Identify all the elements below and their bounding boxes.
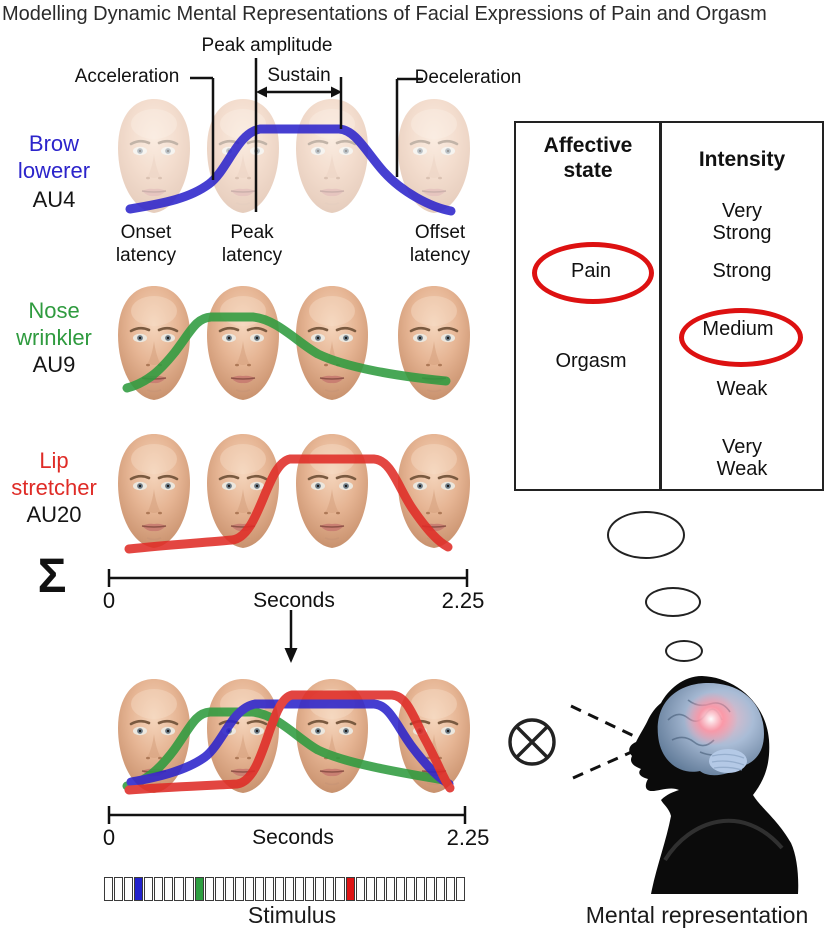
stimulus-cell [154,877,164,901]
stimulus-cell [375,877,385,901]
face-row-au9 [116,284,472,402]
option-orgasm: Orgasm [555,350,627,372]
label-au9-code: AU9 [32,352,76,377]
stimulus-cell [415,877,425,901]
curve-au9 [122,312,451,393]
label-acceleration: Acceleration [74,66,180,87]
option-very-strong: Very Strong [712,200,772,245]
stimulus-cell [114,877,124,901]
timeline2-label: Seconds [252,826,334,849]
table-divider [659,123,662,489]
timeline2-end: 2.25 [446,825,490,850]
stimulus-cell [265,877,275,901]
stimulus-cell [144,877,154,901]
head-silhouette-icon [629,676,799,894]
stimulus-cell [426,877,436,901]
stimulus-cell [164,877,174,901]
curves-combined [122,690,455,795]
thought-bubble-medium [645,587,701,617]
option-strong: Strong [712,260,772,282]
curve-au4 [125,124,456,216]
stimulus-cell [295,877,305,901]
sustain-arrowheads [256,86,342,98]
label-peak-amplitude: Peak amplitude [201,35,333,56]
stimulus-cell [254,877,264,901]
stimulus-cell [224,877,234,901]
face-row-au20 [116,432,472,550]
stimulus-cell [285,877,295,901]
gaze-lines [570,704,637,780]
label-au4-name: Brow lowerer [17,131,91,183]
stimulus-cell [124,877,134,901]
stimulus-cell [194,877,204,901]
curve-au20 [124,454,453,554]
label-au9-name: Nose wrinkler [16,298,92,350]
stimulus-cell [335,877,345,901]
label-onset-latency: Onset latency [115,222,177,267]
stimulus-cell [315,877,325,901]
stimulus-bar [104,877,466,901]
stimulus-cell [405,877,415,901]
annotation-lines [190,58,423,212]
selection-ellipse-pain [532,242,654,304]
header-intensity: Intensity [698,148,786,171]
timeline1-label: Seconds [253,589,335,612]
stimulus-cell [305,877,315,901]
option-very-weak: Very Weak [716,436,768,481]
stimulus-cell [446,877,456,901]
stimulus-cell [174,877,184,901]
label-au20-name: Lip stretcher [11,448,97,500]
figure-title: Modelling Dynamic Mental Representations… [2,3,767,25]
timeline-axis-1 [107,569,469,587]
thought-bubble-small [665,640,703,662]
stimulus-cell [104,877,114,901]
header-affective-state: Affective state [543,134,633,182]
selection-ellipse-medium [679,308,803,367]
stimulus-cell [325,877,335,901]
timeline1-start: 0 [102,588,116,613]
thought-bubble-large [607,511,685,559]
stimulus-cell [275,877,285,901]
timeline2-start: 0 [102,825,116,850]
convolution-icon [508,718,556,766]
label-offset-latency: Offset latency [409,222,471,267]
label-au4-code: AU4 [32,187,76,212]
stimulus-cell [436,877,446,901]
stimulus-cell [345,877,355,901]
sum-symbol: Σ [37,550,67,603]
label-au20-code: AU20 [26,502,82,527]
label-deceleration: Deceleration [414,67,522,88]
stimulus-cell [395,877,405,901]
stimulus-cell [244,877,254,901]
stimulus-cell [234,877,244,901]
stimulus-label: Stimulus [247,902,337,928]
response-table: Affective state Intensity Pain Orgasm Ve… [514,121,824,491]
stimulus-cell [204,877,214,901]
stimulus-cell [456,877,466,901]
stimulus-cell [184,877,194,901]
sum-arrow-icon [284,610,298,663]
option-weak: Weak [716,378,768,400]
label-peak-latency: Peak latency [221,222,283,267]
mental-representation-label: Mental representation [585,902,809,928]
timeline-axis-2 [107,806,467,824]
stimulus-cell [385,877,395,901]
label-sustain: Sustain [267,65,331,86]
stimulus-cell [365,877,375,901]
stimulus-cell [355,877,365,901]
timeline1-end: 2.25 [441,588,485,613]
stimulus-cell [134,877,144,901]
stimulus-cell [214,877,224,901]
